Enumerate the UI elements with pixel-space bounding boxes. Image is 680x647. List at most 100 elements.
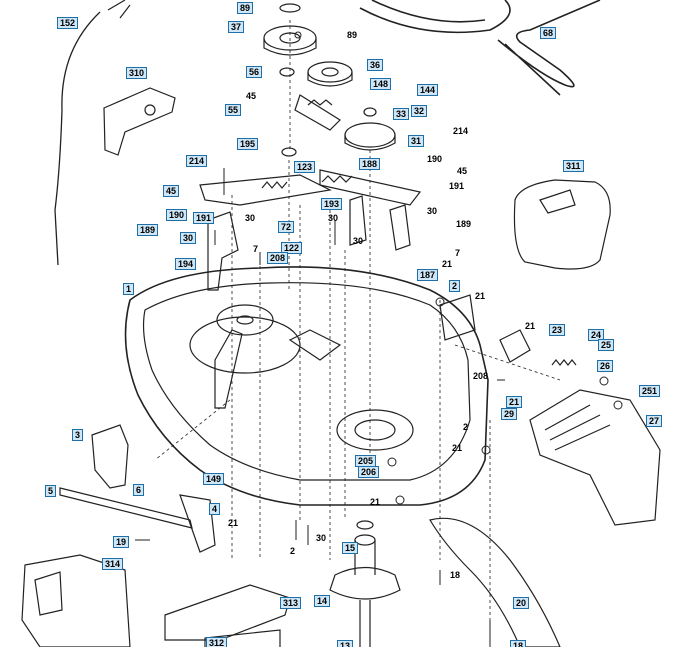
part-label-206: 206 <box>358 466 380 478</box>
part-label-3: 3 <box>72 429 84 441</box>
plain-label-30e: 30 <box>328 213 339 223</box>
part-label-4: 4 <box>209 503 221 515</box>
plain-label-189: 189 <box>456 219 472 229</box>
part-label-208: 208 <box>267 252 289 264</box>
part-label-31: 31 <box>408 135 425 147</box>
part-label-27: 27 <box>646 415 663 427</box>
part-label-311: 311 <box>563 160 584 172</box>
part-label-29: 29 <box>501 408 518 420</box>
part-label-152: 152 <box>57 17 79 29</box>
part-label-25: 25 <box>598 339 615 351</box>
part-label-24: 24 <box>588 329 605 341</box>
part-label-144: 144 <box>417 84 439 96</box>
belt-cover-311 <box>513 179 611 270</box>
plain-label-7b: 7 <box>455 248 461 258</box>
part-label-314: 314 <box>102 558 124 570</box>
part-label-23: 23 <box>549 324 566 336</box>
bracket-194 <box>207 211 239 291</box>
part-label-122: 122 <box>281 242 303 254</box>
part-label-194: 194 <box>175 258 197 270</box>
part-label-55: 55 <box>225 104 242 116</box>
idler-pulley-36 <box>307 61 353 83</box>
part-label-32: 32 <box>411 105 428 117</box>
bracket-3 <box>91 424 129 489</box>
part-label-313: 313 <box>280 597 302 609</box>
part-label-123: 123 <box>294 161 316 173</box>
part-label-148: 148 <box>370 78 392 90</box>
plain-label-21c: 21 <box>525 321 536 331</box>
control-cable <box>54 11 101 266</box>
bracket-4 <box>179 494 216 553</box>
plain-label-21b: 21 <box>475 291 486 301</box>
part-label-21: 21 <box>506 396 523 408</box>
spindle-assembly <box>329 566 401 600</box>
shield-314 <box>21 554 131 647</box>
part-label-5: 5 <box>45 485 57 497</box>
part-label-56: 56 <box>246 66 263 78</box>
deck-spindle-center <box>336 409 414 451</box>
part-label-1: 1 <box>123 283 135 295</box>
plain-label-18: 18 <box>450 570 461 580</box>
baffle-312 <box>204 629 281 647</box>
part-label-33: 33 <box>393 108 410 120</box>
plain-label-2b: 2 <box>290 546 296 556</box>
part-label-149: 149 <box>203 473 225 485</box>
plain-label-2: 2 <box>463 422 469 432</box>
link-rod-6 <box>59 487 193 529</box>
plain-label-7: 7 <box>253 244 259 254</box>
part-label-18-boxed: 18 <box>510 640 527 647</box>
plain-label-191: 191 <box>449 181 465 191</box>
plain-label-30: 30 <box>245 213 256 223</box>
part-label-191: 191 <box>193 212 215 224</box>
plain-label-45: 45 <box>246 91 257 101</box>
part-label-14: 14 <box>314 595 331 607</box>
part-label-26: 26 <box>597 360 614 372</box>
idler-arm <box>199 174 332 206</box>
part-label-36: 36 <box>367 59 384 71</box>
part-label-189: 189 <box>137 224 159 236</box>
part-label-190: 190 <box>166 209 188 221</box>
part-label-13: 13 <box>337 640 354 647</box>
part-label-187: 187 <box>417 269 439 281</box>
part-label-68: 68 <box>540 27 557 39</box>
part-label-19: 19 <box>113 536 130 548</box>
bracket-23 <box>499 329 531 363</box>
pulley-32 <box>344 122 396 148</box>
plain-label-45b: 45 <box>457 166 468 176</box>
plain-label-30b: 30 <box>316 533 327 543</box>
mower-deck <box>124 266 489 506</box>
plain-label-30d: 30 <box>353 236 364 246</box>
part-label-310: 310 <box>126 67 148 79</box>
baffle-313 <box>164 584 291 641</box>
deck-pulley-left <box>216 304 274 336</box>
spring-25 <box>551 359 577 366</box>
part-label-195: 195 <box>237 138 259 150</box>
washer-56 <box>279 67 295 77</box>
part-label-89: 89 <box>237 2 254 14</box>
bracket-189 <box>389 204 411 251</box>
part-label-188: 188 <box>359 158 381 170</box>
blade-20 <box>429 517 561 647</box>
plain-label-89: 89 <box>347 30 358 40</box>
plain-label-30c: 30 <box>427 206 438 216</box>
part-label-251: 251 <box>639 385 661 397</box>
washer-195 <box>281 147 297 157</box>
part-label-6: 6 <box>133 484 145 496</box>
spring-193 <box>321 175 353 183</box>
part-label-193: 193 <box>321 198 343 210</box>
part-label-20: 20 <box>513 597 530 609</box>
plain-label-208: 208 <box>473 371 489 381</box>
part-label-2: 2 <box>449 280 461 292</box>
part-label-45: 45 <box>163 185 180 197</box>
part-label-214: 214 <box>186 155 208 167</box>
part-label-30: 30 <box>180 232 197 244</box>
discharge-chute <box>529 389 661 526</box>
plain-label-21: 21 <box>442 259 453 269</box>
plain-label-214: 214 <box>453 126 469 136</box>
spring-148 <box>307 99 333 106</box>
plain-label-21f: 21 <box>228 518 239 528</box>
plain-label-190: 190 <box>427 154 443 164</box>
part-label-312: 312 <box>206 637 228 647</box>
